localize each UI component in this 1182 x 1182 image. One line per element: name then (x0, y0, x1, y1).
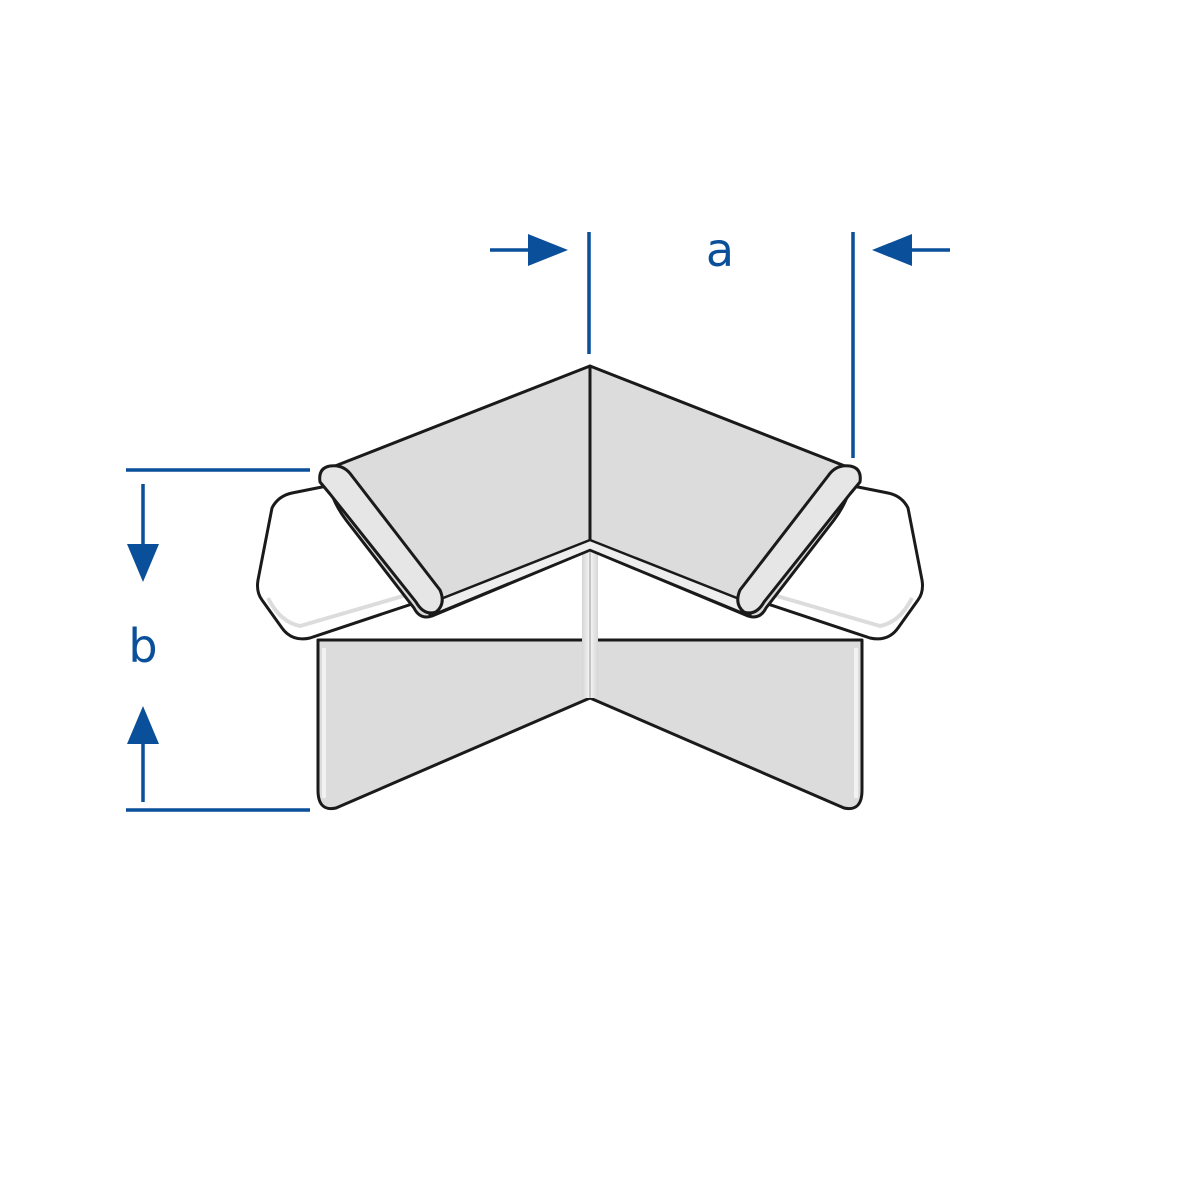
dimension-b-label: b (128, 619, 157, 673)
dimension-a-right-arrow (872, 234, 912, 266)
dimension-b: b (126, 468, 310, 812)
dimension-a-label: a (706, 223, 734, 277)
front-panel (316, 552, 864, 811)
right-hem (736, 464, 862, 615)
front-panel-face (316, 638, 864, 811)
left-end-cap (256, 484, 425, 641)
dimension-b-down-arrow (127, 544, 159, 582)
dimension-b-up-arrow (127, 706, 159, 744)
top-profile (318, 364, 862, 619)
dimension-a: a (490, 223, 950, 458)
left-hem (318, 464, 444, 615)
dimension-a-left-arrow (528, 234, 568, 266)
